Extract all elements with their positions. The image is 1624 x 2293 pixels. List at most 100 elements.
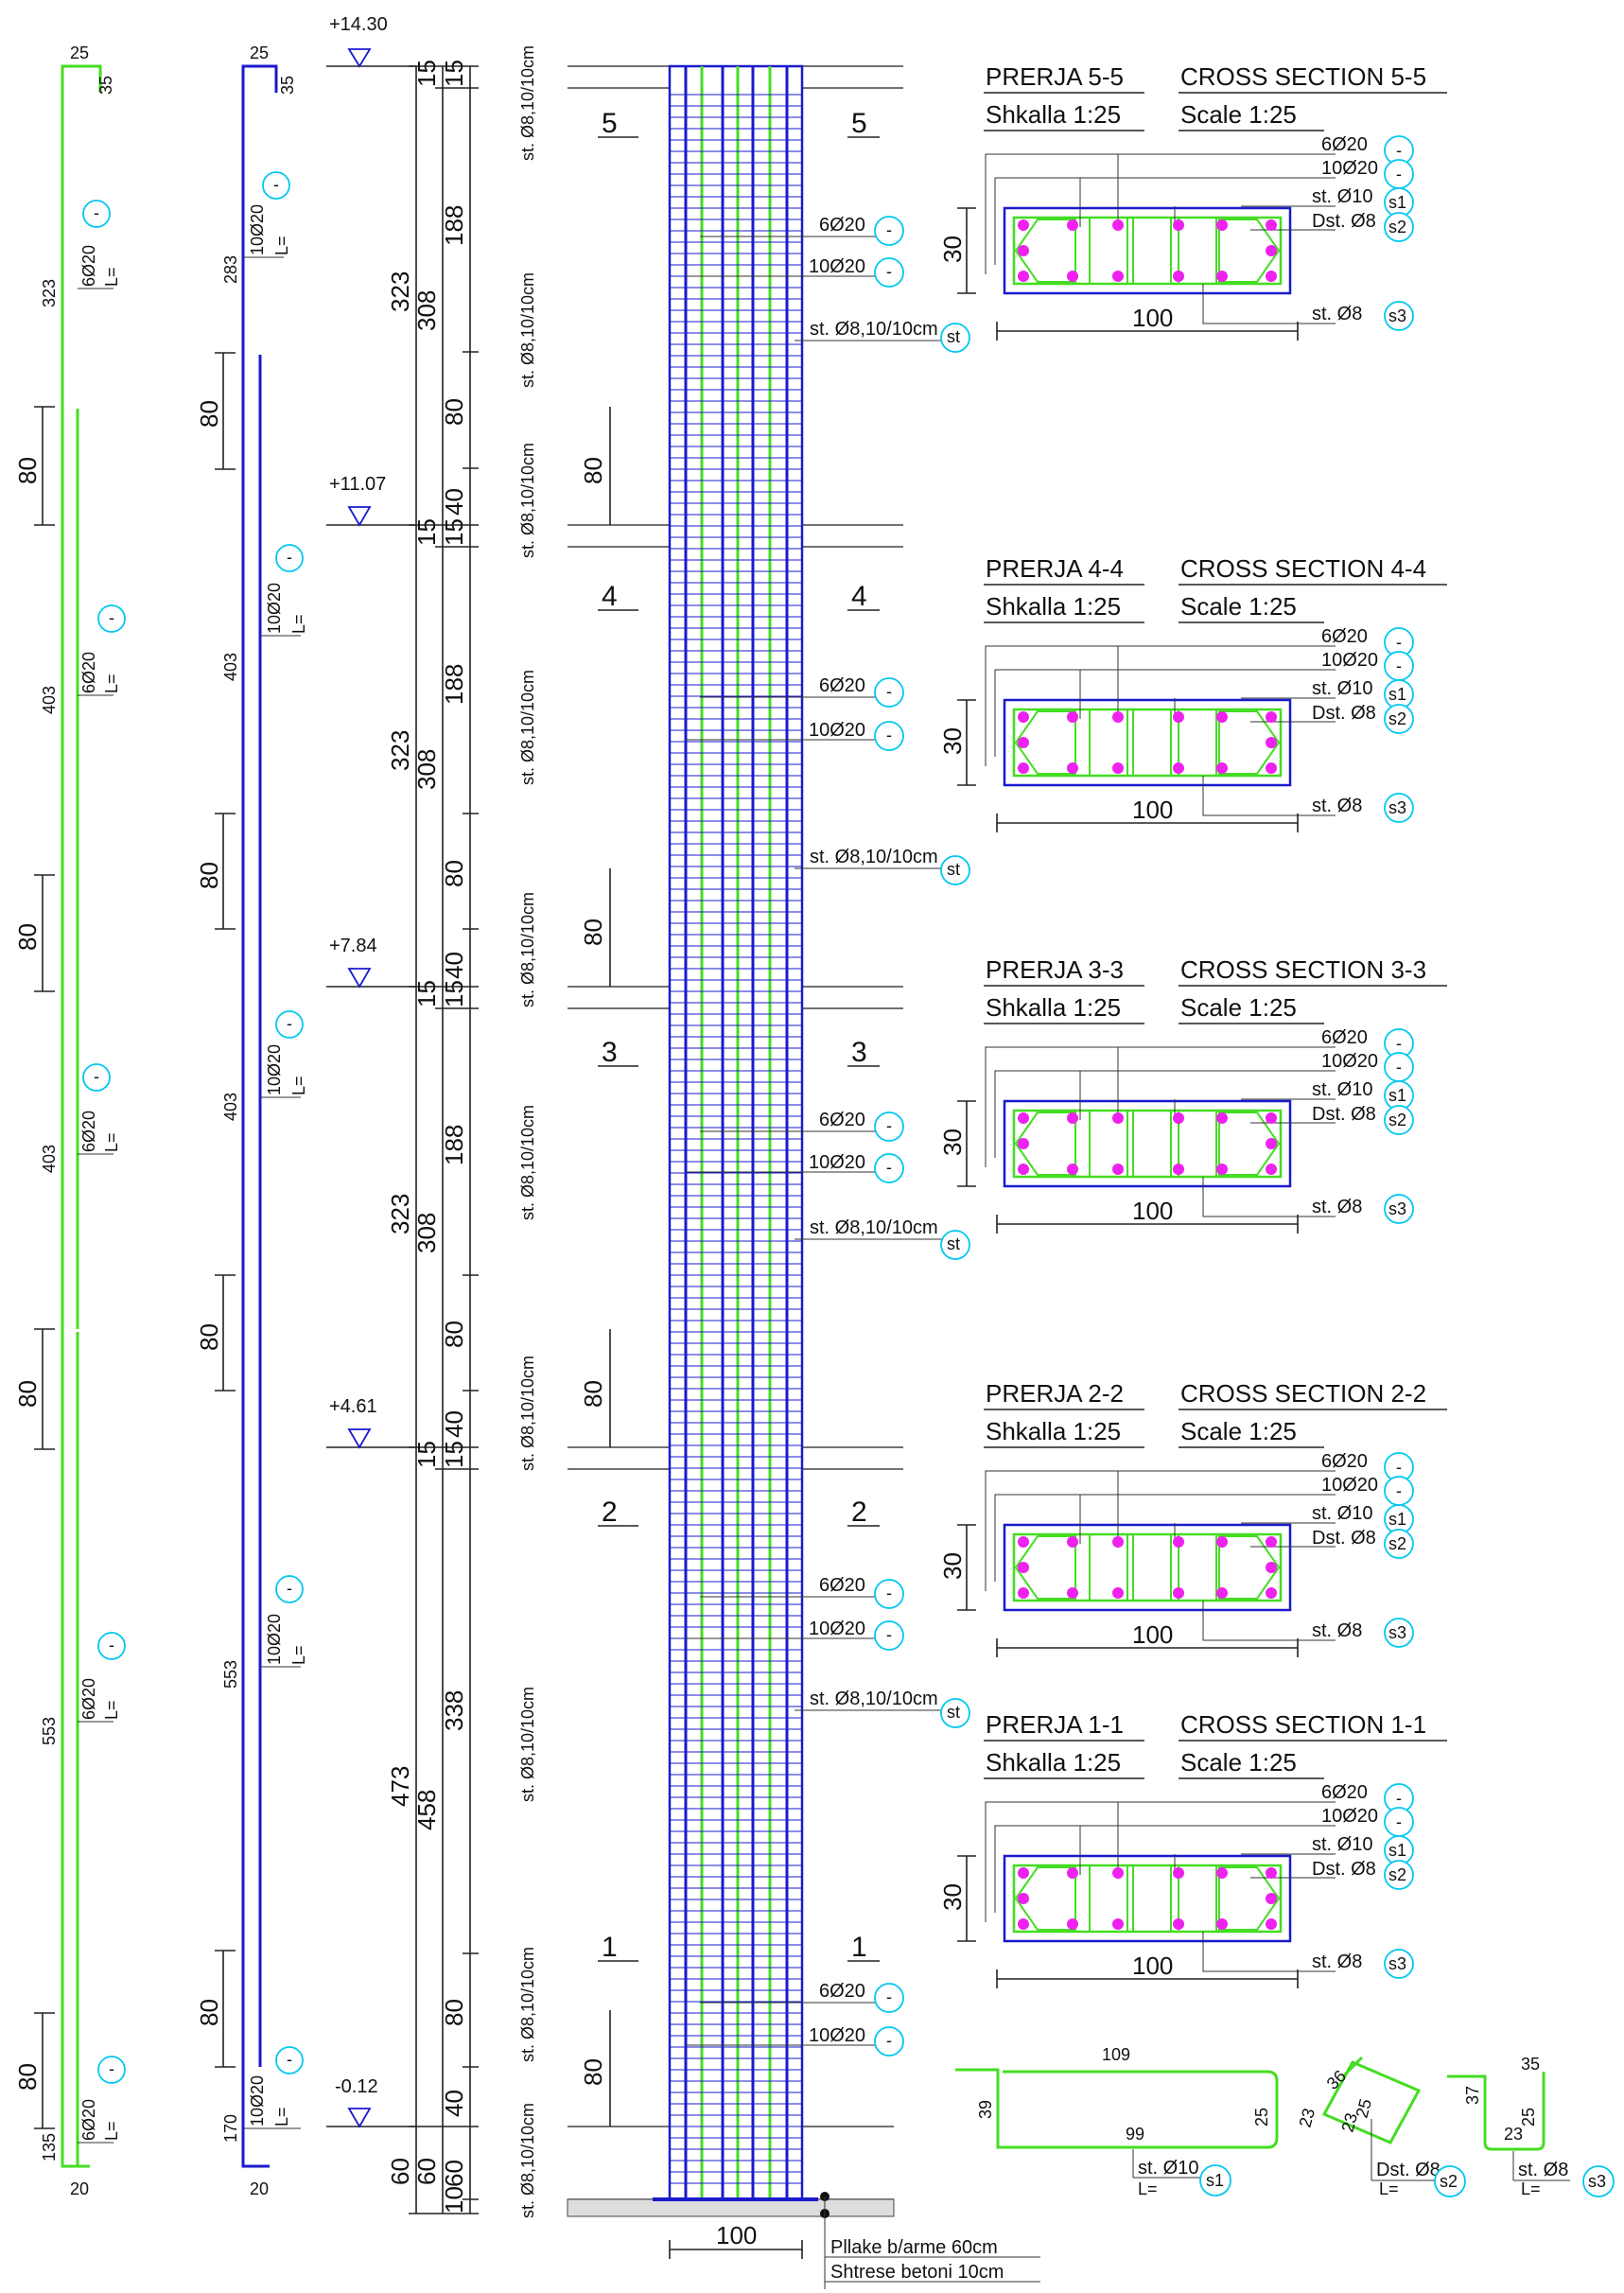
svg-text:6Ø20: 6Ø20 bbox=[819, 1575, 865, 1596]
svg-text:10Ø20: 10Ø20 bbox=[809, 256, 865, 277]
svg-text:L=: L= bbox=[289, 1076, 308, 1095]
section-label: 10Ø20 bbox=[1321, 1475, 1378, 1496]
green-lap-80: 80 bbox=[13, 2063, 42, 2091]
section-outline bbox=[1003, 1099, 1292, 1188]
svg-text:s2: s2 bbox=[1388, 1865, 1406, 1884]
svg-text:403: 403 bbox=[221, 653, 240, 681]
svg-text:s3: s3 bbox=[1388, 1199, 1406, 1218]
stirrup-zone-label: st. Ø8,10/10cm bbox=[518, 2103, 537, 2218]
section-outline bbox=[1003, 1523, 1292, 1612]
section-label: st. Ø10 bbox=[1312, 678, 1372, 699]
svg-text:Shtrese betoni 10cm: Shtrese betoni 10cm bbox=[830, 2262, 1004, 2283]
stirrup-set bbox=[670, 94, 802, 2184]
rebar-dot bbox=[1216, 1587, 1228, 1599]
svg-text:15: 15 bbox=[440, 1441, 468, 1468]
svg-text:L=: L= bbox=[1138, 2179, 1158, 2198]
base-notes: 100 Pllake b/arme 60cm Shtrese betoni 10… bbox=[669, 2192, 1040, 2289]
elevation-markers: +14.30 +11.07 +7.84 +4.61 -0.12 bbox=[326, 14, 416, 2128]
svg-text:s3: s3 bbox=[1588, 2172, 1606, 2191]
svg-text:-: - bbox=[886, 220, 892, 239]
svg-text:6Ø20: 6Ø20 bbox=[819, 1110, 865, 1130]
svg-text:15: 15 bbox=[440, 980, 468, 1007]
svg-text:39: 39 bbox=[976, 2100, 995, 2119]
rebar-dot bbox=[1018, 1562, 1029, 1573]
svg-text:s1: s1 bbox=[1388, 1841, 1406, 1860]
shape-s1: 109 39 99 25 st. Ø10 L= s1 bbox=[955, 2045, 1279, 2198]
svg-text:st. Ø8,10/10cm: st. Ø8,10/10cm bbox=[810, 847, 938, 867]
svg-text:s1: s1 bbox=[1388, 1510, 1406, 1529]
green-bar-label: 6Ø20 bbox=[79, 2099, 98, 2141]
rebar-dot bbox=[1112, 219, 1124, 231]
rebar-dot bbox=[1173, 1867, 1184, 1879]
column-outline bbox=[668, 64, 804, 2201]
section-label: 10Ø20 bbox=[1321, 1051, 1378, 1072]
svg-text:40: 40 bbox=[440, 488, 468, 516]
svg-text:-: - bbox=[1396, 1058, 1402, 1076]
svg-text:s2: s2 bbox=[1388, 1111, 1406, 1129]
section-scale-en: Scale 1:25 bbox=[1180, 1417, 1297, 1445]
svg-text:1: 1 bbox=[602, 1932, 618, 1963]
section-outline bbox=[1003, 206, 1292, 295]
svg-text:s3: s3 bbox=[1388, 1954, 1406, 1973]
section-label: Dst. Ø8 bbox=[1312, 1528, 1376, 1549]
rebar-dot bbox=[1266, 1918, 1277, 1930]
section-title-al: PRERJA 3-3 bbox=[986, 955, 1124, 984]
svg-text:L=: L= bbox=[102, 1132, 121, 1152]
section-width: 100 bbox=[1132, 796, 1173, 824]
svg-text:st: st bbox=[947, 1703, 960, 1722]
svg-text:st: st bbox=[947, 1234, 960, 1253]
svg-text:338: 338 bbox=[440, 1690, 468, 1731]
section-depth: 30 bbox=[938, 1883, 967, 1911]
svg-text:-: - bbox=[1396, 1789, 1402, 1808]
svg-text:5: 5 bbox=[602, 108, 618, 139]
svg-text:99: 99 bbox=[1126, 2125, 1144, 2144]
rebar-dot bbox=[1112, 1587, 1124, 1599]
svg-text:188: 188 bbox=[440, 205, 468, 246]
green-bar-schedule: 25 35 323 403 403 553 135 20 80 80 80 80 bbox=[13, 44, 126, 2198]
svg-text:L=: L= bbox=[1379, 2179, 1399, 2198]
svg-text:-: - bbox=[273, 175, 279, 194]
svg-text:323: 323 bbox=[386, 1194, 414, 1234]
green-dim-seg: 135 bbox=[40, 2133, 59, 2162]
svg-text:308: 308 bbox=[412, 749, 441, 790]
rebar-dot bbox=[1173, 711, 1184, 723]
svg-text:80: 80 bbox=[195, 862, 223, 889]
svg-text:+4.61: +4.61 bbox=[329, 1396, 377, 1417]
svg-text:36: 36 bbox=[1323, 2067, 1350, 2093]
section-width: 100 bbox=[1132, 1952, 1173, 1980]
rebar-dot bbox=[1266, 1138, 1277, 1149]
section-title-al: PRERJA 1-1 bbox=[986, 1710, 1124, 1739]
rebar-dot bbox=[1112, 762, 1124, 774]
svg-text:-: - bbox=[1396, 1812, 1402, 1831]
section-label: 6Ø20 bbox=[1321, 1451, 1368, 1472]
rebar-dot bbox=[1018, 1893, 1029, 1904]
section-title-al: PRERJA 2-2 bbox=[986, 1379, 1124, 1408]
green-lap-80: 80 bbox=[13, 923, 42, 951]
rebar-dot bbox=[1018, 737, 1029, 748]
svg-text:-: - bbox=[886, 1116, 892, 1135]
rebar-dot bbox=[1216, 219, 1228, 231]
section-label: st. Ø10 bbox=[1312, 1079, 1372, 1100]
elevation-marker: +14.30 bbox=[326, 14, 416, 68]
rebar-dot bbox=[1018, 1867, 1029, 1879]
svg-text:80: 80 bbox=[579, 919, 607, 946]
svg-text:6Ø20: 6Ø20 bbox=[819, 1981, 865, 2002]
section-title-al: PRERJA 4-4 bbox=[986, 554, 1124, 583]
section-label: 6Ø20 bbox=[1321, 1782, 1368, 1803]
green-bar-labels: - 6Ø20 L= - 6Ø20 L= - 6Ø20 L= - bbox=[78, 200, 126, 2144]
svg-text:15: 15 bbox=[440, 518, 468, 546]
svg-text:188: 188 bbox=[440, 664, 468, 705]
svg-text:37: 37 bbox=[1463, 2086, 1482, 2105]
svg-text:80: 80 bbox=[440, 860, 468, 887]
svg-text:L=: L= bbox=[272, 236, 291, 255]
green-dim-hook: 35 bbox=[96, 76, 115, 95]
svg-text:15: 15 bbox=[412, 518, 441, 546]
svg-text:40: 40 bbox=[440, 952, 468, 979]
blue-bar-schedule: 25 35 283 403 403 553 170 20 80 80 80 80… bbox=[195, 44, 308, 2198]
svg-text:308: 308 bbox=[412, 1213, 441, 1253]
svg-text:20: 20 bbox=[250, 2179, 269, 2198]
elevation-marker: +11.07 bbox=[326, 474, 416, 527]
svg-text:10Ø20: 10Ø20 bbox=[809, 1619, 865, 1639]
green-lap-80: 80 bbox=[13, 1380, 42, 1408]
